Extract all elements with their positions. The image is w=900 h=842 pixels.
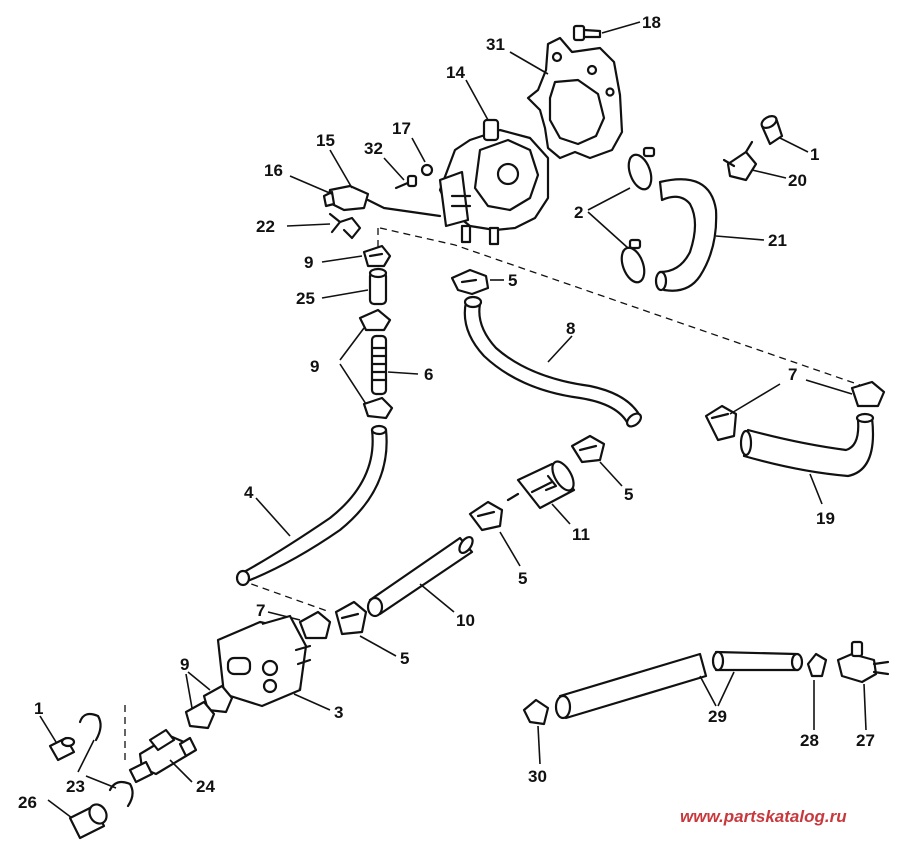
callout-9-lower: 9 bbox=[180, 655, 189, 674]
part-clamp-20 bbox=[722, 140, 787, 182]
callout-7-right: 7 bbox=[788, 365, 797, 384]
callout-29: 29 bbox=[708, 707, 727, 726]
callout-26: 26 bbox=[18, 793, 37, 812]
part-clamp-30 bbox=[522, 698, 550, 765]
part-hose-4 bbox=[235, 424, 388, 587]
part-hose-19-with-clamp-7 bbox=[704, 379, 886, 505]
callout-1-top: 1 bbox=[810, 145, 819, 164]
callout-1-lower: 1 bbox=[34, 699, 43, 718]
callout-19: 19 bbox=[816, 509, 835, 528]
part-filter-6-with-clamps-9 bbox=[339, 308, 419, 420]
watermark-text: www.partskatalog.ru bbox=[680, 807, 847, 826]
callout-11: 11 bbox=[572, 525, 590, 544]
part-pump-3 bbox=[216, 614, 331, 711]
callout-7-lower: 7 bbox=[256, 601, 265, 620]
part-cap-26 bbox=[47, 799, 108, 840]
part-pump-body-14 bbox=[438, 79, 550, 246]
part-clamp-5-top bbox=[450, 268, 504, 296]
part-screw-18 bbox=[572, 21, 641, 42]
callout-22: 22 bbox=[256, 217, 275, 236]
callout-28: 28 bbox=[800, 731, 819, 750]
callout-8: 8 bbox=[566, 319, 575, 338]
part-clamp-5-mid bbox=[468, 500, 521, 567]
callout-6: 6 bbox=[424, 365, 433, 384]
part-cap-1-top bbox=[760, 115, 809, 153]
callout-3: 3 bbox=[334, 703, 343, 722]
part-clamp-9-top bbox=[321, 244, 392, 268]
callout-15: 15 bbox=[316, 131, 335, 150]
part-hose-10 bbox=[366, 535, 474, 618]
part-filter-11 bbox=[506, 460, 576, 525]
callout-32: 32 bbox=[364, 139, 383, 158]
callout-9-top: 9 bbox=[304, 253, 313, 272]
part-washer-17 bbox=[411, 137, 434, 177]
callout-9-mid: 9 bbox=[310, 357, 319, 376]
part-bracket-31 bbox=[509, 36, 624, 160]
callout-27: 27 bbox=[856, 731, 875, 750]
callout-30: 30 bbox=[528, 767, 547, 786]
part-clamp-5-right bbox=[570, 434, 623, 487]
part-screw-32 bbox=[383, 157, 418, 190]
callout-14: 14 bbox=[446, 63, 465, 82]
callout-23: 23 bbox=[66, 777, 85, 796]
callout-5-lower: 5 bbox=[400, 649, 409, 668]
callout-5-right: 5 bbox=[624, 485, 633, 504]
part-clip-22 bbox=[286, 212, 362, 240]
part-clamps-7-5-lower bbox=[267, 600, 397, 657]
callout-24: 24 bbox=[196, 777, 215, 796]
callout-20: 20 bbox=[788, 171, 807, 190]
part-fitting-15-16 bbox=[289, 149, 442, 218]
part-clamps-9-lower bbox=[184, 671, 234, 730]
part-cap-1-lower bbox=[39, 715, 76, 762]
part-hose-8 bbox=[463, 295, 643, 428]
part-clamps-2 bbox=[587, 146, 656, 284]
callout-18: 18 bbox=[642, 13, 661, 32]
callout-10: 10 bbox=[456, 611, 475, 630]
callout-17: 17 bbox=[392, 119, 411, 138]
part-valve-27 bbox=[836, 640, 890, 731]
callout-21: 21 bbox=[768, 231, 787, 250]
callout-31: 31 bbox=[486, 35, 505, 54]
part-sleeve-25 bbox=[321, 267, 388, 306]
callout-4: 4 bbox=[244, 483, 254, 502]
part-clamp-28 bbox=[806, 652, 828, 730]
callout-16: 16 bbox=[264, 161, 283, 180]
callout-25: 25 bbox=[296, 289, 315, 308]
part-hoses-29 bbox=[554, 650, 804, 720]
part-connector-24 bbox=[128, 728, 198, 784]
callout-5-mid: 5 bbox=[518, 569, 527, 588]
callout-5-top: 5 bbox=[508, 271, 517, 290]
part-spring-clips-23 bbox=[77, 712, 134, 808]
callout-2: 2 bbox=[574, 203, 583, 222]
callout-labels: 18 31 14 17 15 32 16 1 20 2 21 22 9 5 25… bbox=[18, 13, 875, 812]
part-hose-21 bbox=[654, 178, 765, 292]
